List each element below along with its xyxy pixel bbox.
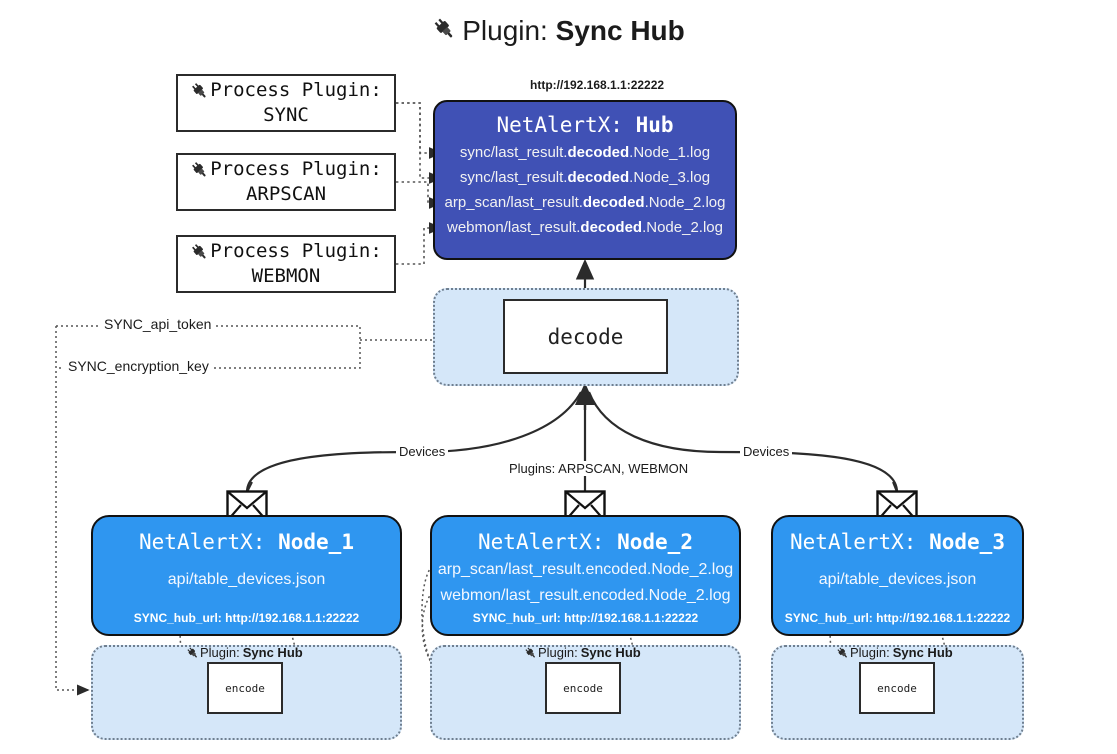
plug-icon [836, 646, 850, 660]
encode-container-node-2 [430, 645, 741, 740]
plug-icon [190, 242, 210, 262]
sync-encryption-key-label: SYNC_encryption_key [64, 358, 213, 374]
node-hub-url-label: SYNC_hub_url: http://192.168.1.1:22222 [784, 611, 1011, 625]
node-hub-url-label: SYNC_hub_url: http://192.168.1.1:22222 [133, 611, 360, 625]
node-title: NetAlertX: Node_2 [478, 530, 693, 554]
encode-caption-node-3: Plugin:Sync Hub [836, 645, 953, 660]
encode-caption-node-2: Plugin:Sync Hub [524, 645, 641, 660]
decode-box[interactable]: decode [503, 299, 668, 374]
node-title: NetAlertX: Node_1 [139, 530, 354, 554]
edge-label-plugins-center: Plugins: ARPSCAN, WEBMON [506, 461, 692, 476]
plug-icon [186, 646, 200, 660]
process-plugin-caption: Process Plugin: [210, 240, 382, 262]
hub-box[interactable]: NetAlertX: Hub sync/last_result.decoded.… [433, 100, 737, 260]
plug-icon [524, 646, 538, 660]
plug-icon [190, 160, 210, 180]
node-box-node-3[interactable]: NetAlertX: Node_3 api/table_devices.json… [771, 515, 1024, 636]
node-line: api/table_devices.json [818, 571, 977, 588]
process-plugin-name: SYNC [263, 104, 309, 126]
process-plugin-arpscan[interactable]: Process Plugin: ARPSCAN [176, 153, 396, 211]
node-line: arp_scan/last_result.encoded.Node_2.log [437, 561, 734, 578]
encode-box-node-1[interactable]: encode [207, 662, 283, 714]
hub-log-line: sync/last_result.decoded.Node_1.log [459, 144, 711, 161]
title-prefix: Plugin: [462, 15, 548, 46]
process-plugin-name: ARPSCAN [245, 183, 327, 205]
node-box-node-2[interactable]: NetAlertX: Node_2 arp_scan/last_result.e… [430, 515, 741, 636]
process-plugin-caption: Process Plugin: [210, 158, 382, 180]
node-line: api/table_devices.json [167, 571, 326, 588]
hub-title: NetAlertX: Hub [496, 113, 674, 137]
encode-caption-node-1: Plugin:Sync Hub [186, 645, 303, 660]
node-line: webmon/last_result.encoded.Node_2.log [440, 587, 731, 604]
encode-box-node-2[interactable]: encode [545, 662, 621, 714]
plug-icon [190, 81, 210, 101]
hub-log-line: sync/last_result.decoded.Node_3.log [459, 169, 711, 186]
encode-box-node-3[interactable]: encode [859, 662, 935, 714]
node-hub-url-label: SYNC_hub_url: http://192.168.1.1:22222 [472, 611, 699, 625]
title-name: Sync Hub [555, 15, 685, 46]
node-box-node-1[interactable]: NetAlertX: Node_1 api/table_devices.json… [91, 515, 402, 636]
hub-log-line: webmon/last_result.decoded.Node_2.log [447, 219, 723, 236]
hub-log-line: arp_scan/last_result.decoded.Node_2.log [444, 194, 726, 211]
edge-label-devices-right: Devices [740, 444, 793, 459]
process-plugin-name: WEBMON [251, 265, 321, 287]
hub-url-label: http://192.168.1.1:22222 [530, 78, 665, 92]
node-title: NetAlertX: Node_3 [790, 530, 1005, 554]
page-title: Plugin: Sync Hub [0, 14, 1117, 48]
sync-api-token-label: SYNC_api_token [100, 316, 216, 332]
process-plugin-webmon[interactable]: Process Plugin: WEBMON [176, 235, 396, 293]
edge-label-devices-left: Devices [396, 444, 449, 459]
plug-icon [432, 16, 458, 42]
process-plugin-sync[interactable]: Process Plugin: SYNC [176, 74, 396, 132]
process-plugin-caption: Process Plugin: [210, 79, 382, 101]
